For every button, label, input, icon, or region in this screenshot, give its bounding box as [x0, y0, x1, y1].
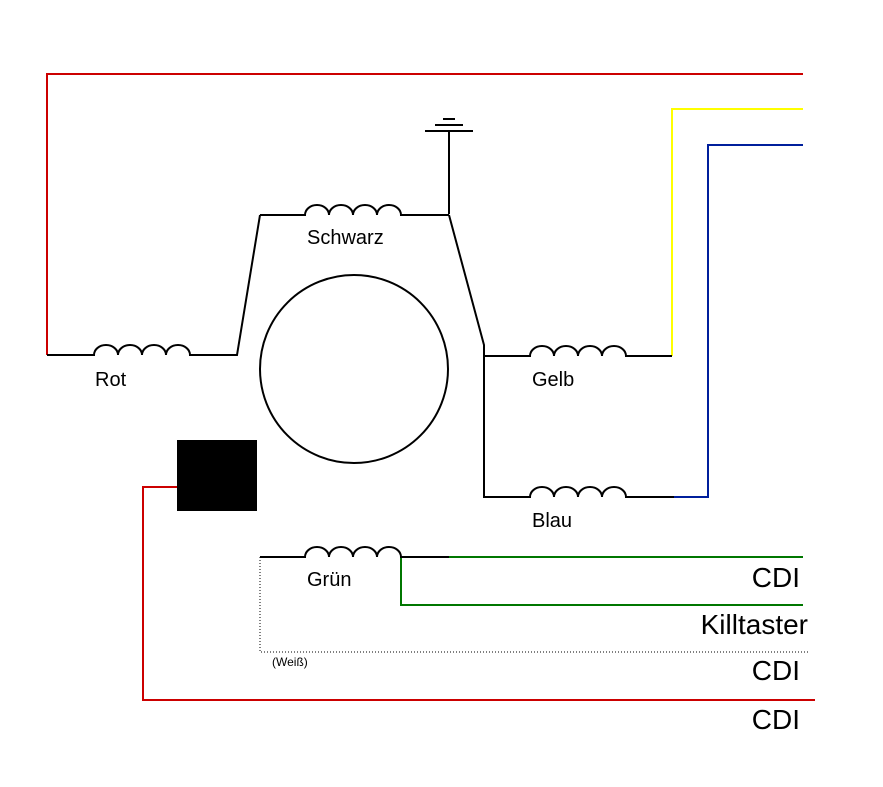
label-blau: Blau: [532, 510, 572, 532]
rotor-circle: [259, 274, 449, 464]
label-gruen: Grün: [307, 569, 351, 591]
coil-gelb: [448, 214, 672, 357]
green-wire-killtaster: [400, 557, 803, 606]
coil-schwarz: [260, 204, 449, 216]
terminal-cdi-3: CDI: [752, 704, 800, 735]
coil-rot: [47, 214, 261, 356]
ground-icon: [425, 118, 473, 214]
coil-blau: [483, 356, 674, 498]
red-wire-top: [46, 73, 803, 355]
terminal-cdi-2: CDI: [752, 655, 800, 686]
label-schwarz: Schwarz: [307, 227, 384, 249]
terminal-cdi-1: CDI: [752, 562, 800, 593]
blue-wire: [674, 144, 803, 498]
label-rot: Rot: [95, 369, 127, 391]
yellow-wire: [671, 108, 803, 356]
terminal-killtaster: Killtaster: [701, 609, 808, 640]
label-gelb: Gelb: [532, 369, 574, 391]
red-wire-pickup: [142, 486, 815, 701]
pickup-block: [177, 440, 257, 511]
coil-gruen: [260, 546, 449, 558]
label-weiss: (Weiß): [272, 655, 308, 669]
